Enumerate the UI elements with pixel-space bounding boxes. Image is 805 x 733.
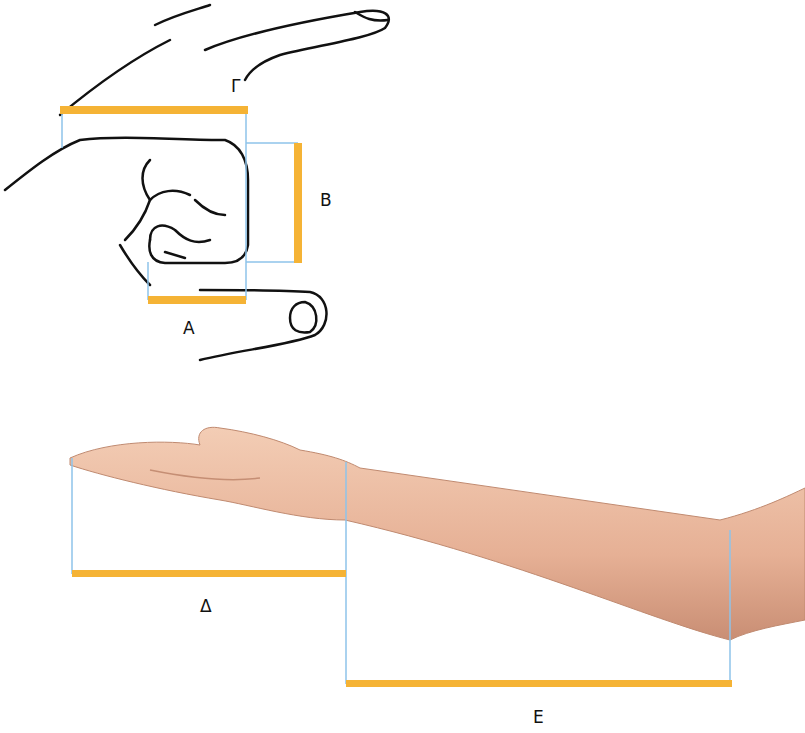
forearm-photo [70, 427, 805, 640]
dimension-letter: Α [183, 320, 195, 337]
dimension-letter: Δ [200, 598, 212, 615]
dimension-bars [60, 106, 732, 687]
dimension-letter: Β [320, 192, 332, 209]
dimension-letter: Γ [231, 78, 240, 95]
hand-sketch [5, 5, 389, 360]
dimension-letter: Ε [533, 709, 544, 726]
guide-lines [62, 106, 730, 684]
palm-crease [150, 470, 260, 480]
